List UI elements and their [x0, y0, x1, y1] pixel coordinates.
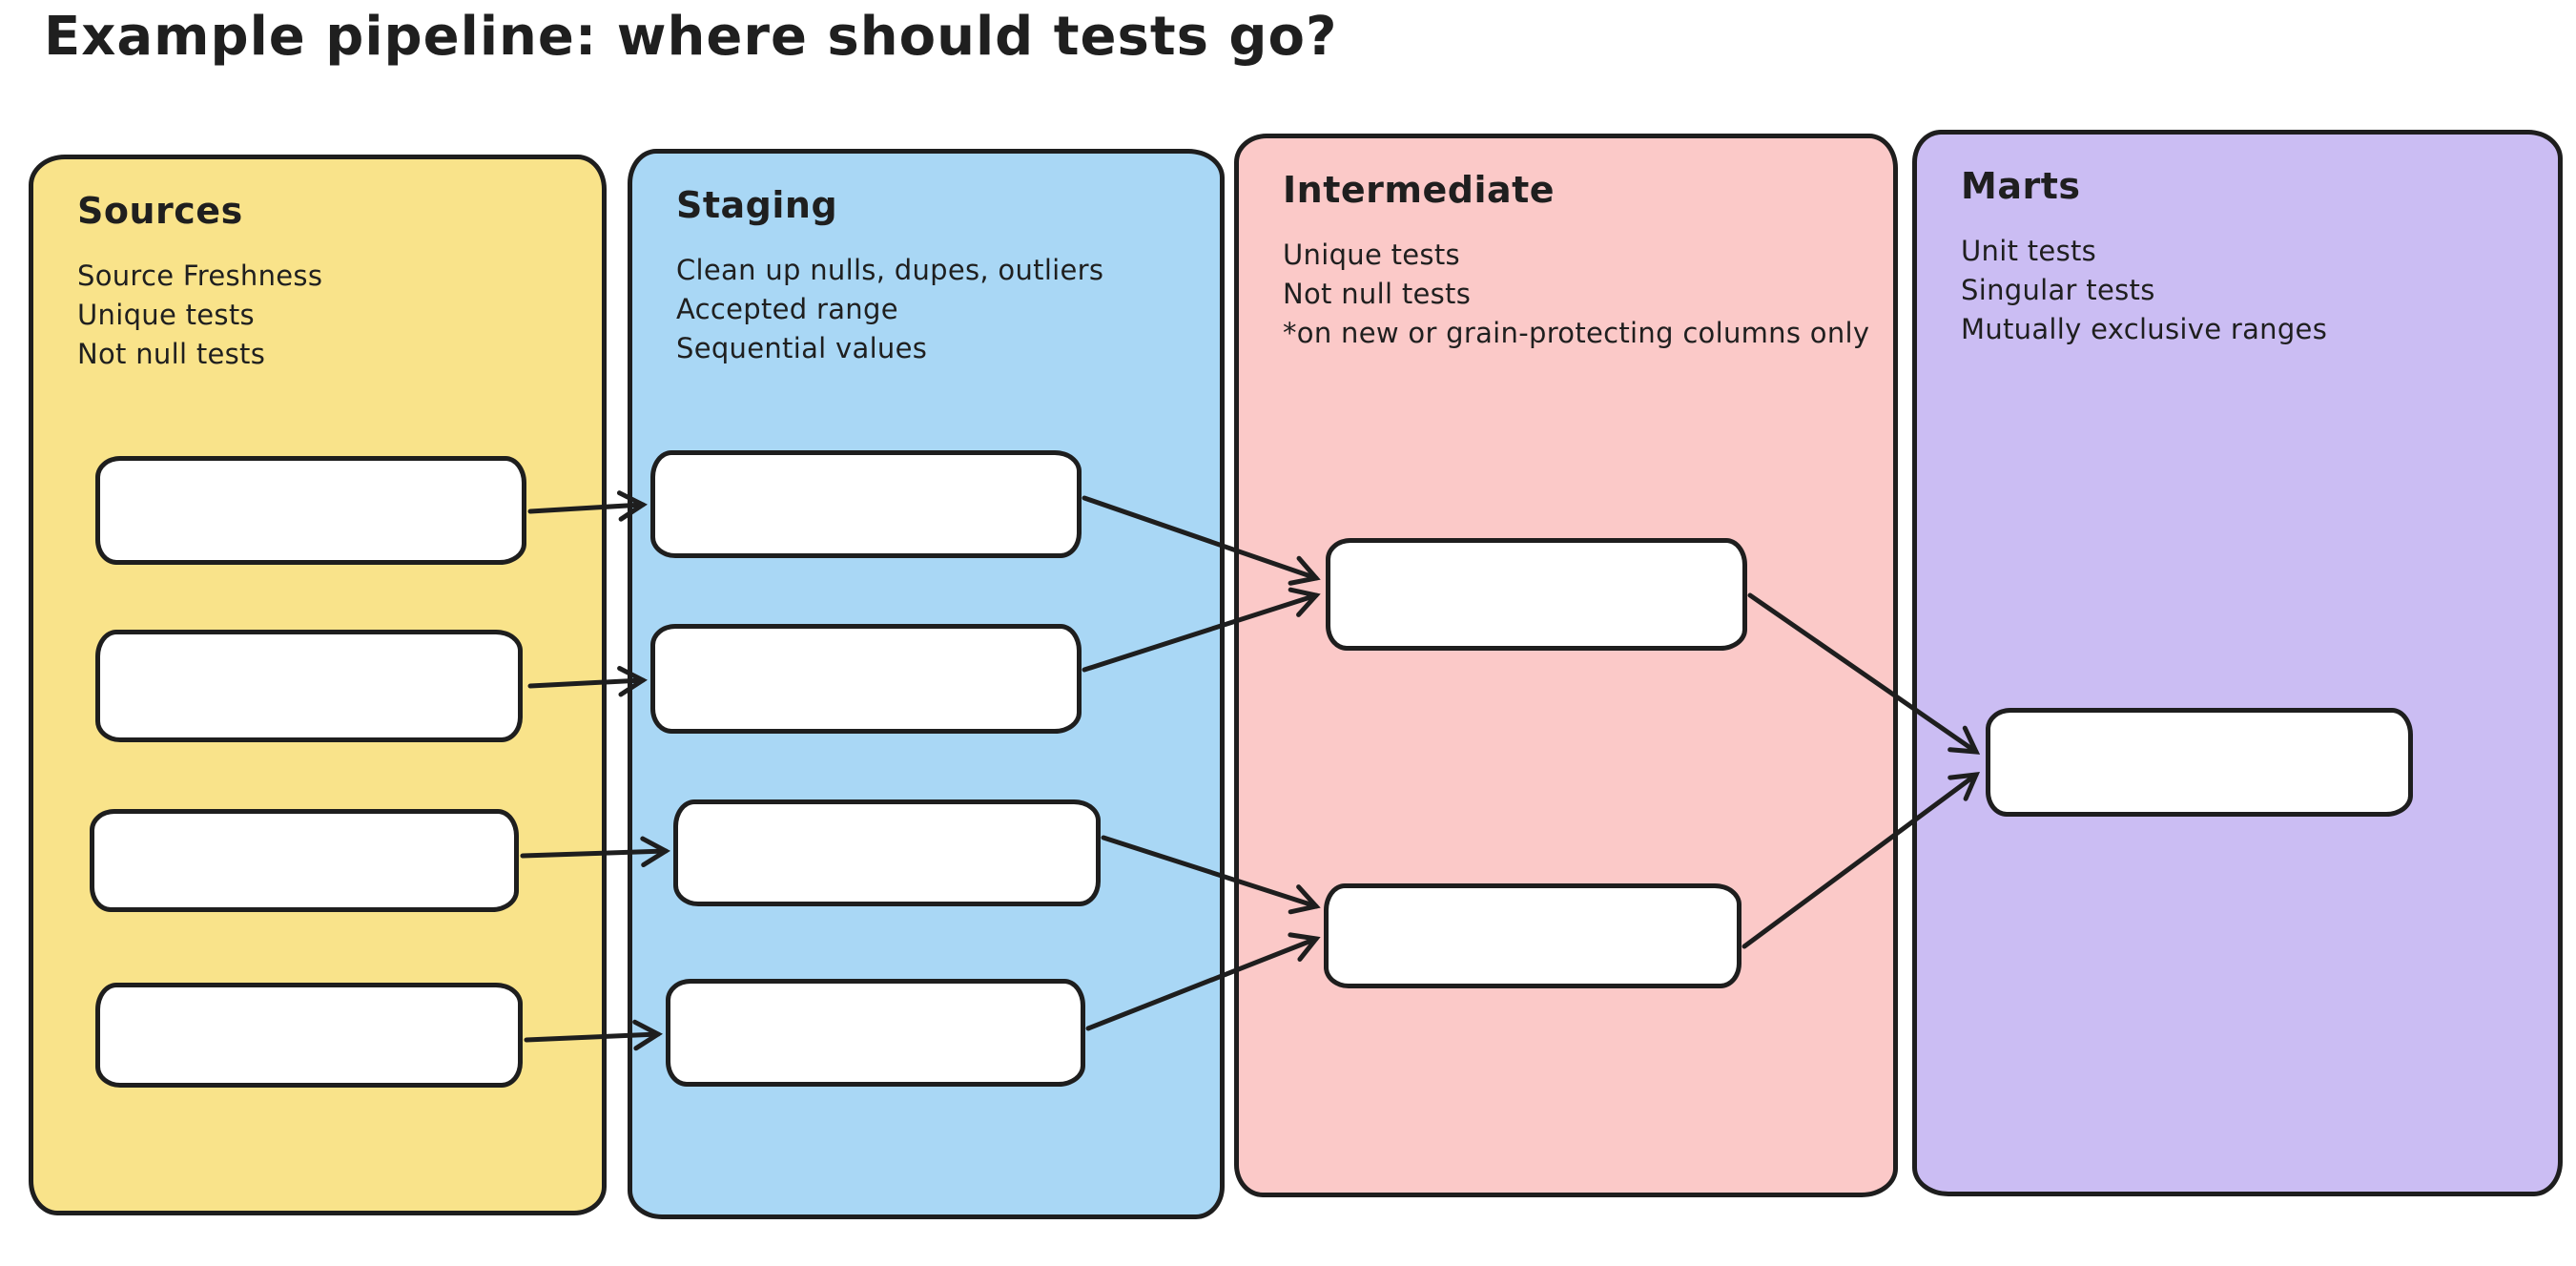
staging-node-1: [650, 450, 1082, 558]
note-line: Not null tests: [77, 338, 266, 370]
column-intermediate: Intermediate Unique tests Not null tests…: [1234, 134, 1898, 1197]
note-line: Mutually exclusive ranges: [1961, 313, 2328, 345]
diagram-title: Example pipeline: where should tests go?: [44, 6, 1338, 68]
column-sources-title: Sources: [77, 190, 243, 232]
staging-node-2: [650, 624, 1082, 734]
note-line: *on new or grain-protecting columns only: [1283, 317, 1870, 349]
sources-node-2: [95, 630, 523, 742]
note-line: Singular tests: [1961, 274, 2155, 306]
intermediate-node-1: [1326, 538, 1747, 651]
column-marts: Marts Unit tests Singular tests Mutually…: [1912, 130, 2563, 1196]
note-line: Accepted range: [676, 293, 898, 325]
column-staging-title: Staging: [676, 184, 838, 226]
staging-node-3: [673, 799, 1101, 906]
sources-node-3: [90, 809, 519, 912]
column-staging-notes: Clean up nulls, dupes, outliers Accepted…: [632, 251, 1220, 368]
column-marts-title: Marts: [1961, 165, 2081, 207]
sources-node-4: [95, 983, 523, 1088]
column-intermediate-notes: Unique tests Not null tests *on new or g…: [1239, 236, 1893, 353]
column-intermediate-title: Intermediate: [1283, 169, 1556, 211]
marts-node-1: [1986, 708, 2413, 817]
note-line: Clean up nulls, dupes, outliers: [676, 254, 1104, 286]
column-marts-notes: Unit tests Singular tests Mutually exclu…: [1917, 232, 2558, 349]
column-sources-notes: Source Freshness Unique tests Not null t…: [33, 257, 602, 374]
sources-node-1: [95, 456, 526, 565]
note-line: Sequential values: [676, 332, 928, 364]
staging-node-4: [666, 979, 1085, 1087]
note-line: Unit tests: [1961, 235, 2097, 267]
note-line: Unique tests: [1283, 239, 1460, 271]
note-line: Unique tests: [77, 299, 255, 331]
note-line: Source Freshness: [77, 259, 323, 292]
note-line: Not null tests: [1283, 278, 1472, 310]
intermediate-node-2: [1324, 883, 1741, 988]
